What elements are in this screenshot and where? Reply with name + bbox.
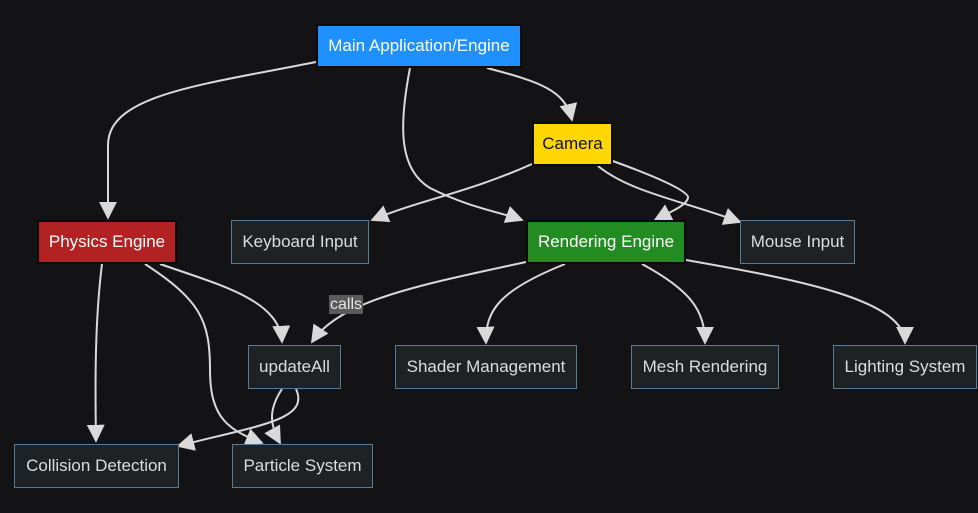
node-camera[interactable]: Camera bbox=[532, 122, 613, 166]
edge-rendering-shader bbox=[476, 263, 566, 345]
edge-rendering-updateall bbox=[310, 261, 527, 344]
node-mouse-input[interactable]: Mouse Input bbox=[740, 220, 855, 264]
edge-main-physics bbox=[99, 61, 317, 220]
edge-label-calls: calls bbox=[329, 295, 364, 314]
node-lighting-system[interactable]: Lighting System bbox=[833, 345, 977, 389]
edge-main-camera bbox=[486, 67, 578, 122]
edge-updateall-particle bbox=[264, 388, 283, 445]
node-physics-engine[interactable]: Physics Engine bbox=[37, 220, 177, 264]
node-label: Shader Management bbox=[406, 357, 566, 376]
node-keyboard-input[interactable]: Keyboard Input bbox=[231, 220, 369, 264]
edge-camera-rendering bbox=[609, 159, 689, 221]
node-update-all[interactable]: updateAll bbox=[248, 345, 341, 389]
node-mesh-rendering[interactable]: Mesh Rendering bbox=[631, 345, 779, 389]
node-label: Collision Detection bbox=[26, 456, 167, 475]
node-label: Particle System bbox=[243, 456, 362, 475]
edge-physics-updateall bbox=[159, 263, 291, 344]
edge-rendering-mesh bbox=[641, 263, 714, 345]
node-label: Mouse Input bbox=[750, 232, 845, 251]
node-label: Keyboard Input bbox=[242, 232, 358, 251]
edge-physics-particle bbox=[144, 263, 264, 446]
edge-camera-mouse bbox=[597, 165, 742, 225]
node-label: Mesh Rendering bbox=[642, 357, 768, 376]
node-label: Physics Engine bbox=[48, 232, 166, 251]
node-particle-system[interactable]: Particle System bbox=[232, 444, 373, 488]
node-label: Rendering Engine bbox=[537, 232, 675, 251]
edge-physics-collision bbox=[86, 263, 105, 443]
node-main-application[interactable]: Main Application/Engine bbox=[316, 24, 522, 68]
node-label: Lighting System bbox=[844, 357, 966, 376]
node-shader-management[interactable]: Shader Management bbox=[395, 345, 577, 389]
node-label: updateAll bbox=[259, 357, 330, 376]
edge-main-rendering bbox=[402, 67, 524, 223]
node-collision-detection[interactable]: Collision Detection bbox=[14, 444, 179, 488]
node-rendering-engine[interactable]: Rendering Engine bbox=[526, 220, 686, 264]
node-label: Main Application/Engine bbox=[328, 36, 510, 55]
edge-rendering-lighting bbox=[685, 259, 914, 345]
node-label: Camera bbox=[542, 134, 603, 153]
edge-updateall-collision bbox=[176, 388, 300, 451]
edge-camera-keyboard bbox=[370, 163, 533, 223]
